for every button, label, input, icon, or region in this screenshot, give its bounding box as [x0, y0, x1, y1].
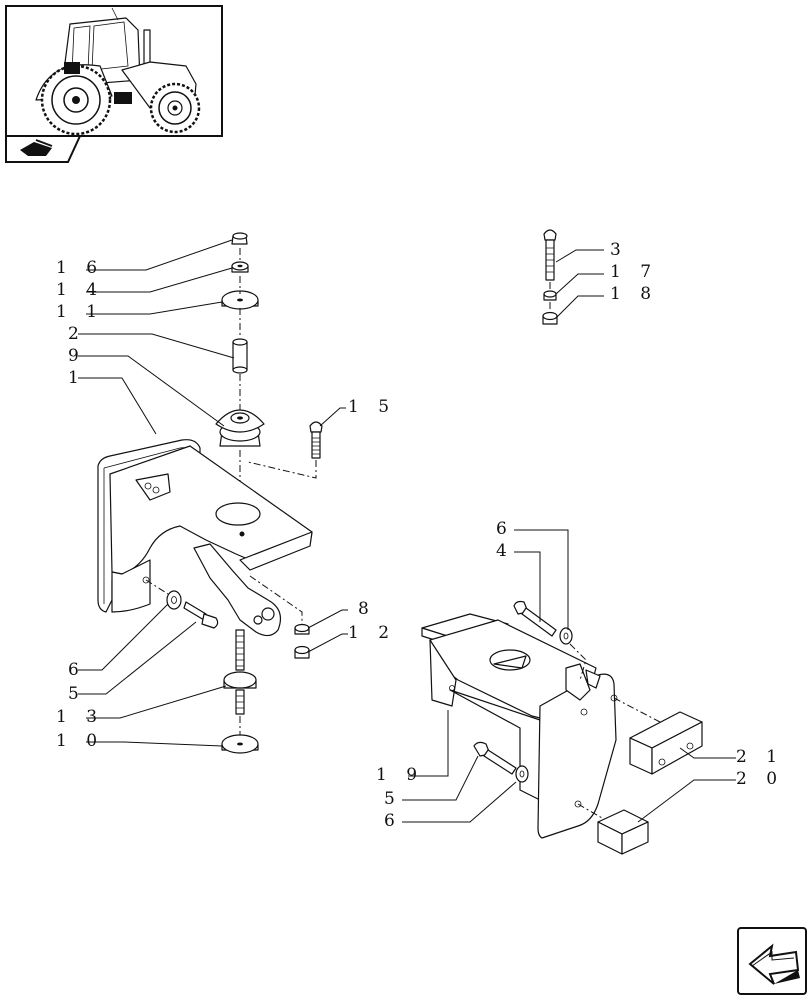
part-10-large-washer [221, 734, 259, 754]
callout-5-right: 5 [384, 789, 402, 809]
callout-14: 1 4 [56, 280, 104, 300]
callout-13: 1 3 [56, 707, 104, 727]
callout-20: 2 0 [736, 769, 784, 789]
part-20-spacer-block [597, 809, 649, 855]
callout-21: 2 1 [736, 747, 784, 767]
part-3-bolt [543, 229, 557, 281]
callout-8: 8 [358, 599, 376, 619]
callout-6-right-top: 6 [496, 519, 514, 539]
section-folder-icon[interactable] [5, 135, 82, 163]
callout-3: 3 [610, 240, 628, 260]
part-19-mounting-bracket [421, 613, 618, 839]
callout-15: 1 5 [348, 397, 396, 417]
part-8-washer [294, 623, 310, 635]
part-6-washer-left [166, 590, 182, 610]
part-5-bolt-right [473, 741, 517, 775]
next-page-arrow-icon[interactable] [737, 927, 807, 995]
callout-5-left: 5 [68, 684, 86, 704]
part-1-mounting-bracket [97, 439, 313, 637]
part-21-spacer-block [629, 711, 703, 775]
callout-1: 1 [68, 368, 86, 388]
callout-9: 9 [68, 346, 86, 366]
part-4-bolt-right [513, 600, 557, 637]
part-6-washer-right-top [559, 627, 573, 645]
callout-19: 1 9 [376, 765, 424, 785]
part-9-rubber-mount [215, 409, 265, 447]
callout-17: 1 7 [610, 262, 658, 282]
part-13-stud-with-washer [223, 629, 257, 715]
part-12-nut [294, 645, 310, 659]
callout-6-left: 6 [68, 660, 86, 680]
part-15-bolt [309, 421, 323, 459]
callout-labels: 1 6 1 4 1 1 2 9 1 1 5 3 1 7 1 8 8 1 2 6 … [56, 240, 784, 831]
leader-lines [78, 239, 736, 823]
part-17-washer [543, 290, 557, 301]
part-2-spacer-sleeve [232, 338, 248, 374]
tractor-thumbnail-icon [5, 5, 223, 137]
callout-2: 2 [68, 324, 86, 344]
part-14-washer [231, 261, 249, 273]
part-16-cap-nut [231, 232, 248, 245]
callout-16: 1 6 [56, 258, 104, 278]
callout-18: 1 8 [610, 284, 658, 304]
callout-10: 1 0 [56, 731, 104, 751]
part-5-bolt-left [183, 601, 219, 629]
callout-11: 1 1 [56, 302, 104, 322]
part-18-nut [542, 311, 558, 325]
part-6-washer-right-bottom [515, 765, 529, 783]
callout-12: 1 2 [348, 623, 396, 643]
callout-4: 4 [496, 541, 514, 561]
callout-6-right-bottom: 6 [384, 811, 402, 831]
